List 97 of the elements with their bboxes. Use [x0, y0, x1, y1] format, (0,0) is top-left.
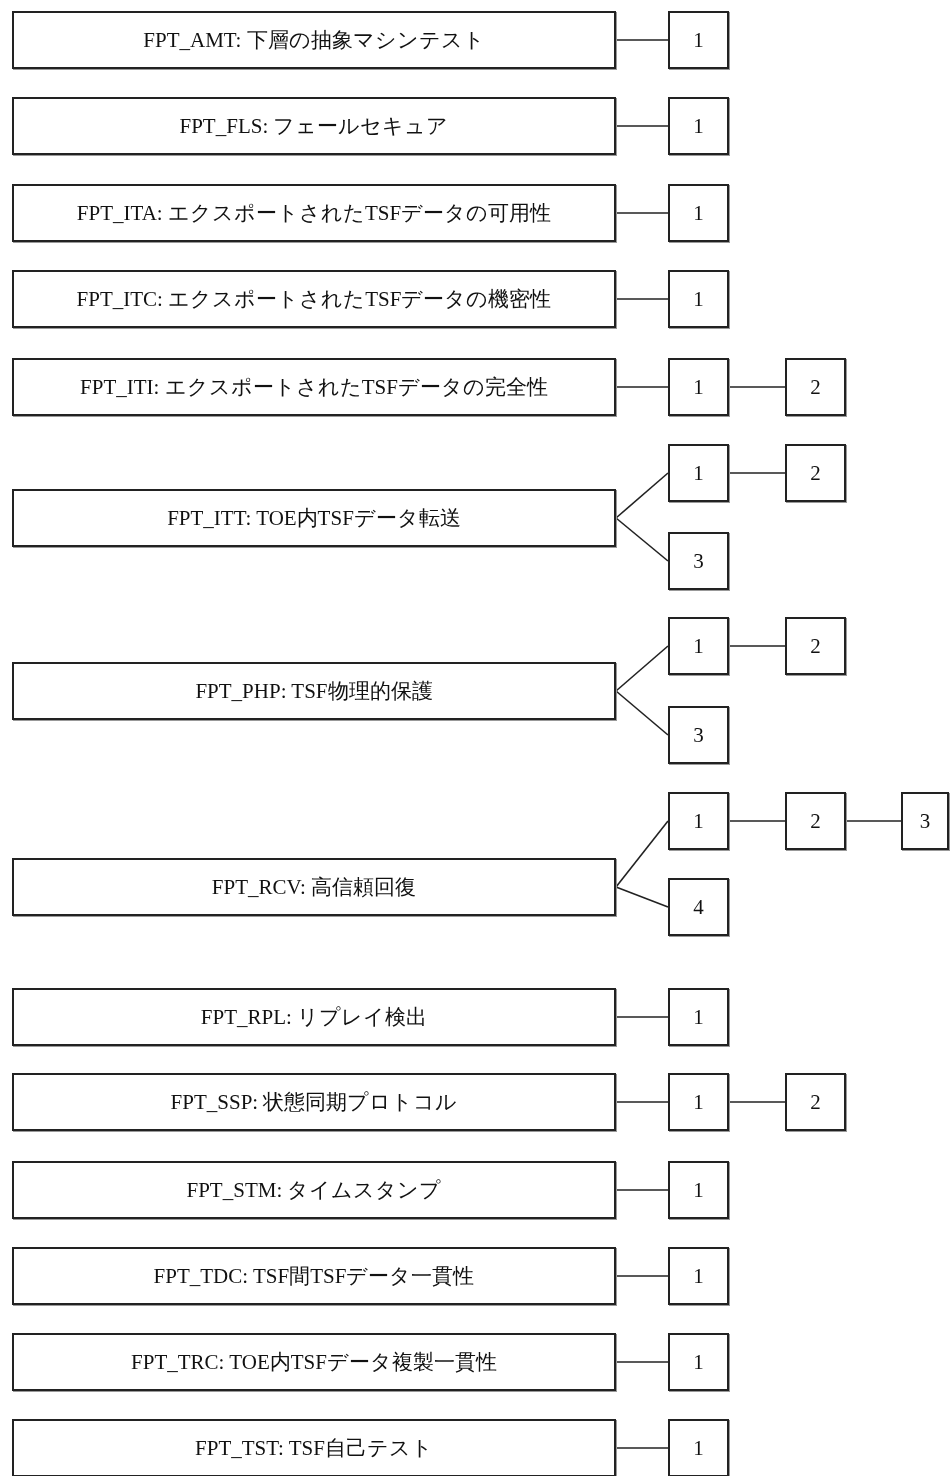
component-box	[785, 1073, 846, 1131]
component-box	[668, 988, 729, 1046]
component-number: 1	[693, 1004, 704, 1030]
component-box	[785, 358, 846, 416]
component-number: 2	[810, 808, 821, 834]
family-box	[12, 662, 616, 720]
family-box	[12, 1073, 616, 1131]
component-number: 2	[810, 460, 821, 486]
family-label: FPT_ITA: エクスポートされたTSFデータの可用性	[76, 200, 552, 227]
component-number: 1	[693, 374, 704, 400]
component-number: 1	[693, 1263, 704, 1289]
component-number: 1	[693, 1349, 704, 1375]
connector-line	[615, 125, 669, 127]
connector-line	[615, 39, 669, 41]
connector-line	[728, 1101, 786, 1103]
component-box	[668, 1073, 729, 1131]
component-number: 1	[693, 1089, 704, 1115]
connector-line	[615, 820, 669, 888]
component-box	[668, 792, 729, 850]
component-box	[668, 97, 729, 155]
connector-line	[615, 1447, 669, 1449]
component-box	[785, 792, 846, 850]
family-label: FPT_ITC: エクスポートされたTSFデータの機密性	[76, 286, 552, 313]
connector-line	[615, 386, 669, 388]
family-box	[12, 489, 616, 547]
family-label: FPT_RPL: リプレイ検出	[200, 1004, 428, 1031]
family-label: FPT_RCV: 高信頼回復	[211, 874, 417, 901]
family-label: FPT_ITI: エクスポートされたTSFデータの完全性	[80, 374, 548, 401]
family-label: FPT_AMT: 下層の抽象マシンテスト	[143, 27, 485, 54]
component-number: 1	[693, 808, 704, 834]
component-box	[668, 1419, 729, 1476]
component-number: 3	[919, 808, 931, 834]
family-box	[12, 858, 616, 916]
component-number: 4	[693, 894, 704, 920]
family-label: FPT_STM: タイムスタンプ	[186, 1177, 442, 1204]
family-box	[12, 270, 616, 328]
family-box	[12, 1419, 616, 1476]
connector-line	[615, 298, 669, 300]
component-number: 1	[693, 200, 704, 226]
family-box	[12, 11, 616, 69]
component-number: 2	[810, 374, 821, 400]
component-number: 2	[810, 1089, 821, 1115]
component-box	[785, 444, 846, 502]
component-number: 1	[693, 460, 704, 486]
connector-line	[615, 472, 669, 519]
connector-line	[615, 212, 669, 214]
component-number: 1	[693, 27, 704, 53]
family-label: FPT_TRC: TOE内TSFデータ複製一貫性	[131, 1349, 497, 1376]
connector-line	[615, 1016, 669, 1018]
component-number: 3	[693, 548, 704, 574]
family-label: FPT_ITT: TOE内TSFデータ転送	[167, 505, 461, 532]
connector-line	[728, 472, 786, 474]
connector-line	[615, 1189, 669, 1191]
connector-line	[728, 386, 786, 388]
connector-line	[615, 690, 669, 736]
family-label: FPT_PHP: TSF物理的保護	[195, 678, 433, 705]
component-box	[668, 532, 729, 590]
component-box	[668, 1161, 729, 1219]
connector-line	[845, 820, 902, 822]
component-box	[668, 1247, 729, 1305]
connector-line	[615, 1361, 669, 1363]
component-number: 1	[693, 1435, 704, 1461]
family-box	[12, 97, 616, 155]
connector-line	[615, 645, 669, 692]
family-box	[12, 988, 616, 1046]
component-number: 1	[693, 1177, 704, 1203]
component-box	[668, 11, 729, 69]
family-label: FPT_TST: TSF自己テスト	[195, 1435, 433, 1462]
connector-line	[615, 517, 669, 562]
family-box	[12, 1333, 616, 1391]
component-box	[668, 358, 729, 416]
family-box	[12, 184, 616, 242]
component-number: 1	[693, 633, 704, 659]
component-box	[785, 617, 846, 675]
family-label: FPT_SSP: 状態同期プロトコル	[170, 1089, 458, 1116]
component-number: 2	[810, 633, 821, 659]
family-box	[12, 358, 616, 416]
family-box	[12, 1161, 616, 1219]
component-number: 1	[693, 113, 704, 139]
component-box	[668, 617, 729, 675]
component-box	[668, 706, 729, 764]
connector-line	[728, 820, 786, 822]
family-label: FPT_TDC: TSF間TSFデータ一貫性	[153, 1263, 475, 1290]
component-number: 1	[693, 286, 704, 312]
family-box	[12, 1247, 616, 1305]
component-box	[668, 1333, 729, 1391]
component-box	[901, 792, 949, 850]
connector-line	[615, 1101, 669, 1103]
component-box	[668, 444, 729, 502]
connector-line	[728, 645, 786, 647]
component-box	[668, 270, 729, 328]
connector-line	[615, 1275, 669, 1277]
family-label: FPT_FLS: フェールセキュア	[179, 113, 449, 140]
connector-line	[615, 886, 669, 908]
component-box	[668, 878, 729, 936]
component-box	[668, 184, 729, 242]
component-number: 3	[693, 722, 704, 748]
